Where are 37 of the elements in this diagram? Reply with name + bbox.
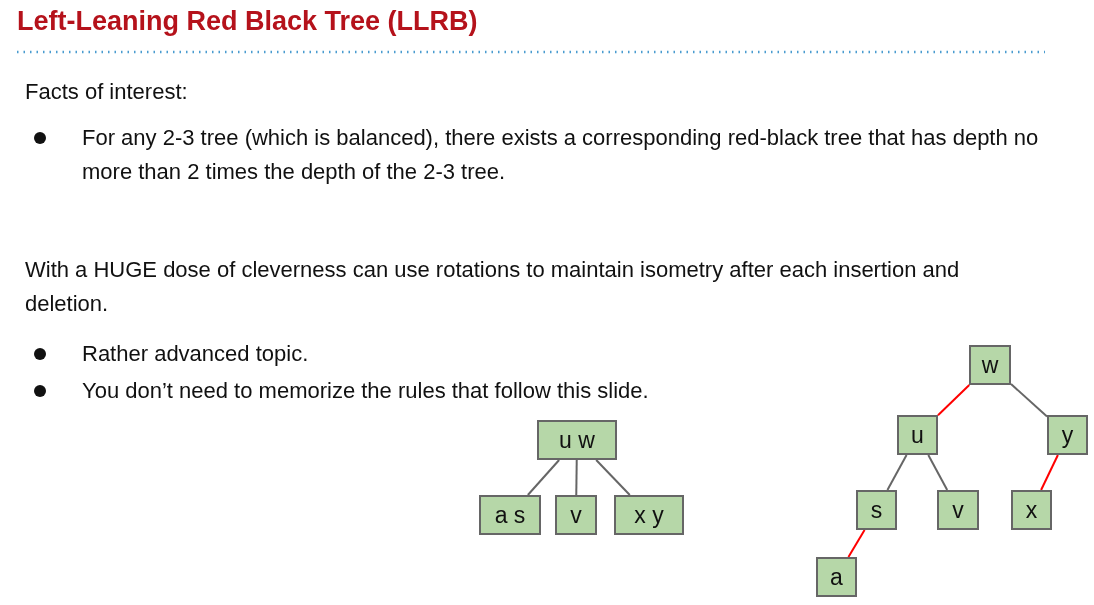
tree-node-box bbox=[537, 420, 617, 460]
node-key: u w bbox=[559, 426, 595, 454]
tree-node-box bbox=[897, 415, 938, 455]
tree-node-box bbox=[555, 495, 597, 535]
tree-edge bbox=[595, 459, 631, 496]
tree-node-box bbox=[1011, 490, 1052, 530]
tree-edge bbox=[937, 384, 971, 417]
bullet-text: You don’t need to memorize the rules that follow this slide. bbox=[82, 377, 650, 405]
tree-node-box bbox=[816, 557, 857, 597]
tree-node-box bbox=[479, 495, 541, 535]
body-text: Facts of interest: bbox=[25, 78, 189, 106]
slide-title: Left-Leaning Red Black Tree (LLRB) bbox=[17, 6, 478, 37]
tree-edge bbox=[1010, 382, 1048, 418]
node-key: x bbox=[1025, 496, 1038, 524]
node-key: v bbox=[570, 501, 582, 529]
bullet-text: For any 2-3 tree (which is balanced), there exists a corresponding red-black tree that has depth no more than 2 times the depth of the 2-3 tree. bbox=[82, 124, 1040, 186]
tree-node-box bbox=[937, 490, 979, 530]
tree-node-box bbox=[1047, 415, 1088, 455]
node-key: x y bbox=[634, 501, 664, 529]
node-key: y bbox=[1061, 421, 1074, 449]
node-key: w bbox=[981, 351, 999, 379]
tree-edge bbox=[927, 454, 949, 491]
tree-edge bbox=[526, 459, 561, 496]
tree-edge bbox=[1040, 454, 1059, 491]
body-text: With a HUGE dose of cleverness can use rotations to maintain isometry after each insertion and deletion. bbox=[25, 256, 961, 318]
node-key: s bbox=[870, 496, 883, 524]
node-key: v bbox=[952, 496, 964, 524]
node-key: a s bbox=[494, 501, 526, 529]
bullet-text: Rather advanced topic. bbox=[82, 340, 310, 368]
tree-node-box bbox=[856, 490, 897, 530]
tree-node-box bbox=[614, 495, 684, 535]
tree-edge bbox=[847, 529, 866, 558]
node-key: a bbox=[830, 563, 843, 591]
tree-edge bbox=[575, 459, 578, 496]
tree-node-box bbox=[969, 345, 1011, 385]
tree-edge bbox=[886, 454, 908, 491]
node-key: u bbox=[911, 421, 924, 449]
